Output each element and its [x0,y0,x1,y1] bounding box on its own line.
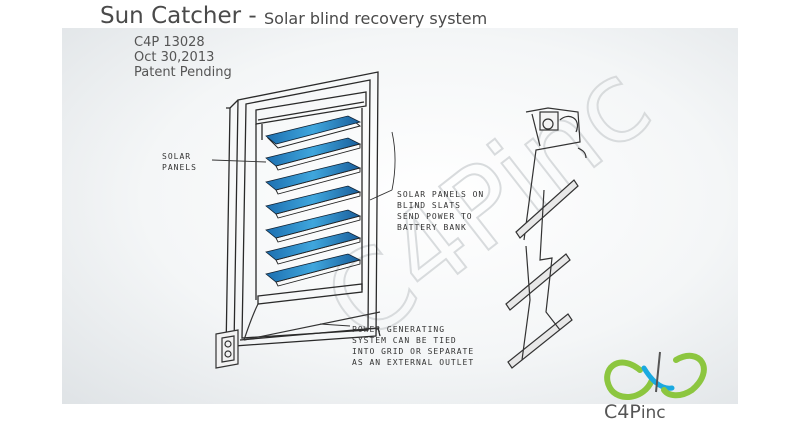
slat [265,185,362,219]
logo-name: C4P [604,401,641,423]
slat [265,253,362,287]
logo-suffix: inc [640,403,666,423]
solar-slats [265,115,362,287]
slat [265,231,362,265]
solar-panels-note: SOLAR PANELS [162,152,197,172]
project-code: C4P 13028 [134,35,205,50]
power-generating-note: POWER GENERATING SYSTEM CAN BE TIED INTO… [352,325,475,367]
watermark-text: C4Pinc [301,38,673,368]
slat [265,137,362,171]
sketch-sheet [62,28,738,404]
slat [265,161,362,195]
send-power-note: SOLAR PANELS ON BLIND SLATS SEND POWER T… [397,190,485,232]
slat [265,115,362,149]
leader-lines [211,131,396,327]
patent-status: Patent Pending [134,65,232,80]
outlet-icon [215,329,239,369]
c4p-logo-icon [604,351,707,400]
window-frame [225,71,381,353]
company-logo-text: C4Pinc [604,401,666,423]
slat [265,209,362,243]
project-date: Oct 30,2013 [134,50,215,65]
side-detail [505,107,587,369]
page-title: Sun Catcher - [100,3,257,29]
power-cord [243,303,381,341]
page-subtitle: Solar blind recovery system [264,9,488,28]
